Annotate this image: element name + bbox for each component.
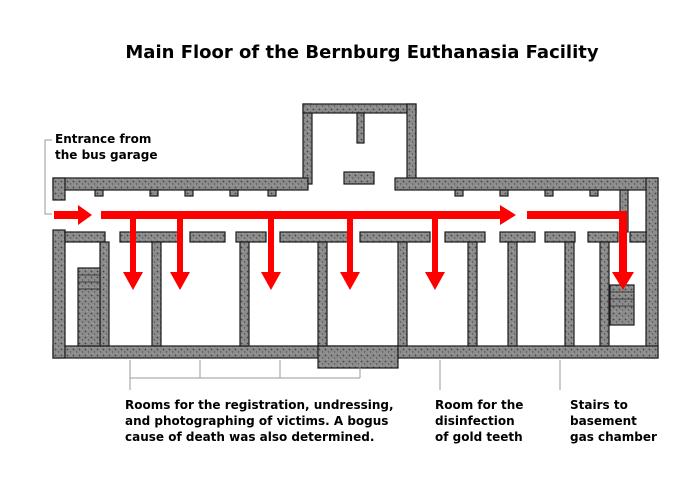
entrance-leader: [44, 139, 52, 215]
corridor-arrowhead: [500, 205, 516, 225]
disinfection-label: Room for the disinfection of gold teeth: [435, 398, 524, 444]
stairs-icon: [78, 274, 634, 307]
rooms-label: Rooms for the registration, undressing, …: [125, 398, 394, 444]
entrance-label: Entrance from the bus garage: [55, 132, 158, 162]
stairs-arrowhead: [612, 272, 634, 290]
building-walls: [52, 103, 659, 369]
entrance-arrowhead: [78, 205, 92, 225]
route-arrows: [54, 205, 634, 290]
stairs-label: Stairs to basement gas chamber: [570, 398, 657, 444]
rooms-bracket: [129, 360, 561, 390]
diagram-title: Main Floor of the Bernburg Euthanasia Fa…: [125, 42, 599, 63]
